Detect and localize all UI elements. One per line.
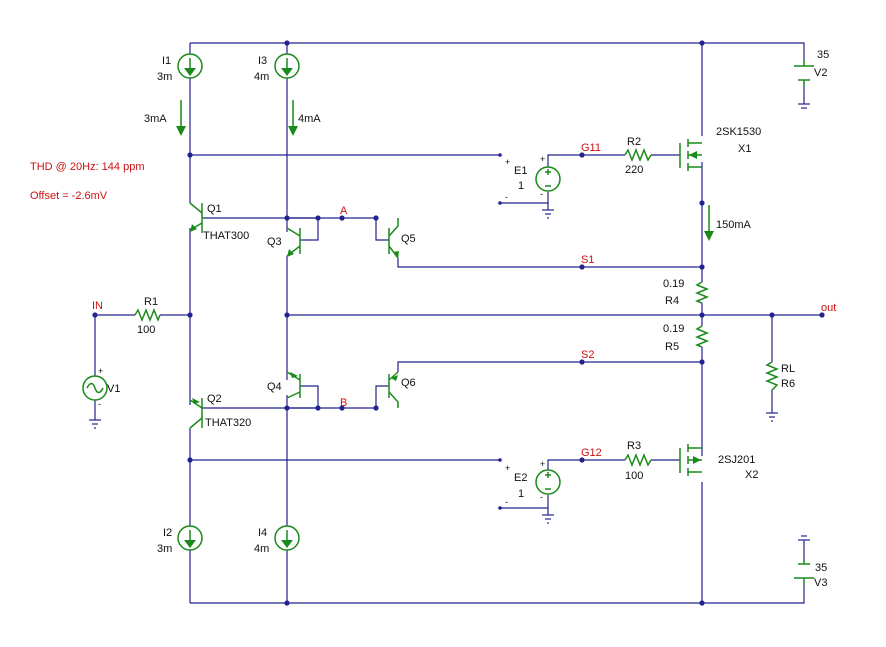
label-e2-name: E2: [514, 472, 527, 484]
label-r4-name: R4: [665, 295, 679, 307]
mosfet-x1[interactable]: [679, 139, 702, 171]
resistor-r1[interactable]: [134, 307, 161, 323]
transistor-q2[interactable]: [189, 398, 203, 429]
label-e1-out-plus: +: [540, 154, 545, 164]
label-r3-value: 100: [625, 470, 643, 482]
label-i1-value: 3m: [157, 71, 172, 83]
label-e1-plus: +: [505, 157, 510, 167]
transistor-q4[interactable]: [286, 371, 301, 399]
label-r1-value: 100: [137, 324, 155, 336]
label-e2-out-plus: +: [540, 459, 545, 469]
label-r6-name: R6: [781, 378, 795, 390]
label-v1-name: V1: [107, 383, 120, 395]
current-source-i3[interactable]: [274, 53, 300, 79]
transistor-q6[interactable]: [388, 371, 399, 408]
label-x1-name: X1: [738, 143, 751, 155]
label-q5-name: Q5: [401, 233, 416, 245]
current-source-i2[interactable]: [177, 525, 203, 551]
label-e2-plus: +: [505, 463, 510, 473]
wires: [89, 42, 822, 604]
label-r1-name: R1: [144, 296, 158, 308]
transistor-q5[interactable]: [388, 218, 399, 259]
dc-source-v3[interactable]: [794, 560, 814, 585]
offset-annotation: Offset = -2.6mV: [30, 190, 108, 202]
current-arrow-i3: [288, 100, 298, 136]
label-i2-name: I2: [163, 527, 172, 539]
label-i3-current: 4mA: [298, 113, 321, 125]
label-r4-value: 0.19: [663, 278, 684, 290]
label-v3-name: V3: [814, 577, 827, 589]
net-label-s1: S1: [581, 254, 594, 266]
label-r2-name: R2: [627, 136, 641, 148]
resistor-r3[interactable]: [624, 452, 652, 468]
thd-annotation: THD @ 20Hz: 144 ppm: [30, 161, 145, 173]
label-q2-name: Q2: [207, 393, 222, 405]
resistor-r2[interactable]: [624, 147, 652, 163]
label-r6-value: RL: [781, 363, 795, 375]
label-i1-current: 3mA: [144, 113, 167, 125]
label-q6-name: Q6: [401, 377, 416, 389]
net-label-g12: G12: [581, 447, 602, 459]
label-v1-minus: -: [98, 399, 101, 409]
resistor-r5[interactable]: [694, 325, 710, 348]
label-x2-model: 2SJ201: [718, 454, 755, 466]
ground-symbols: [92, 107, 807, 537]
label-x1-model: 2SK1530: [716, 126, 761, 138]
current-arrow-i1: [176, 100, 186, 136]
label-e1-name: E1: [514, 165, 527, 177]
net-label-b: B: [340, 397, 347, 409]
resistor-r4[interactable]: [694, 281, 710, 304]
current-arrow-x1: [704, 205, 714, 241]
label-q1-model: THAT300: [203, 230, 249, 242]
vcvs-e2[interactable]: [535, 469, 561, 495]
label-q2-model: THAT320: [205, 417, 251, 429]
label-i1-name: I1: [162, 55, 171, 67]
label-e1-gain: 1: [518, 180, 524, 192]
label-v3-value: 35: [815, 562, 827, 574]
dc-source-v2[interactable]: [794, 60, 814, 86]
label-r5-name: R5: [665, 341, 679, 353]
net-label-g11: G11: [581, 142, 601, 154]
label-e1-minus: -: [505, 192, 508, 202]
vcvs-e1[interactable]: [535, 166, 561, 192]
label-q4-name: Q4: [267, 381, 282, 393]
net-label-a: A: [340, 205, 348, 217]
label-v2-value: 35: [817, 49, 829, 61]
label-e2-minus: -: [505, 497, 508, 507]
net-label-s2: S2: [581, 349, 594, 361]
label-v2-name: V2: [814, 67, 827, 79]
net-label-in: IN: [92, 300, 103, 312]
label-i4-name: I4: [258, 527, 267, 539]
label-e1-out-minus: -: [540, 189, 543, 199]
label-x2-name: X2: [745, 469, 758, 481]
labels: THD @ 20Hz: 144 ppm Offset = -2.6mV I1 3…: [30, 49, 836, 589]
ac-source-v1[interactable]: [82, 375, 108, 401]
resistor-r6[interactable]: [764, 361, 780, 391]
label-e2-gain: 1: [518, 488, 524, 500]
net-label-out: out: [821, 302, 836, 314]
transistor-q1[interactable]: [189, 202, 203, 233]
label-i2-value: 3m: [157, 543, 172, 555]
junction-dots: [92, 40, 825, 606]
label-r3-name: R3: [627, 440, 641, 452]
label-i3-value: 4m: [254, 71, 269, 83]
current-source-i1[interactable]: [177, 53, 203, 79]
transistor-q3[interactable]: [286, 227, 301, 257]
label-v1-plus: +: [98, 366, 103, 376]
current-source-i4[interactable]: [274, 525, 300, 551]
label-i3-name: I3: [258, 55, 267, 67]
label-q3-name: Q3: [267, 236, 282, 248]
label-x1-current: 150mA: [716, 219, 752, 231]
label-r2-value: 220: [625, 164, 643, 176]
label-i4-value: 4m: [254, 543, 269, 555]
label-q1-name: Q1: [207, 203, 222, 215]
label-r5-value: 0.19: [663, 323, 684, 335]
label-e2-out-minus: -: [540, 492, 543, 502]
mosfet-x2[interactable]: [679, 444, 702, 476]
